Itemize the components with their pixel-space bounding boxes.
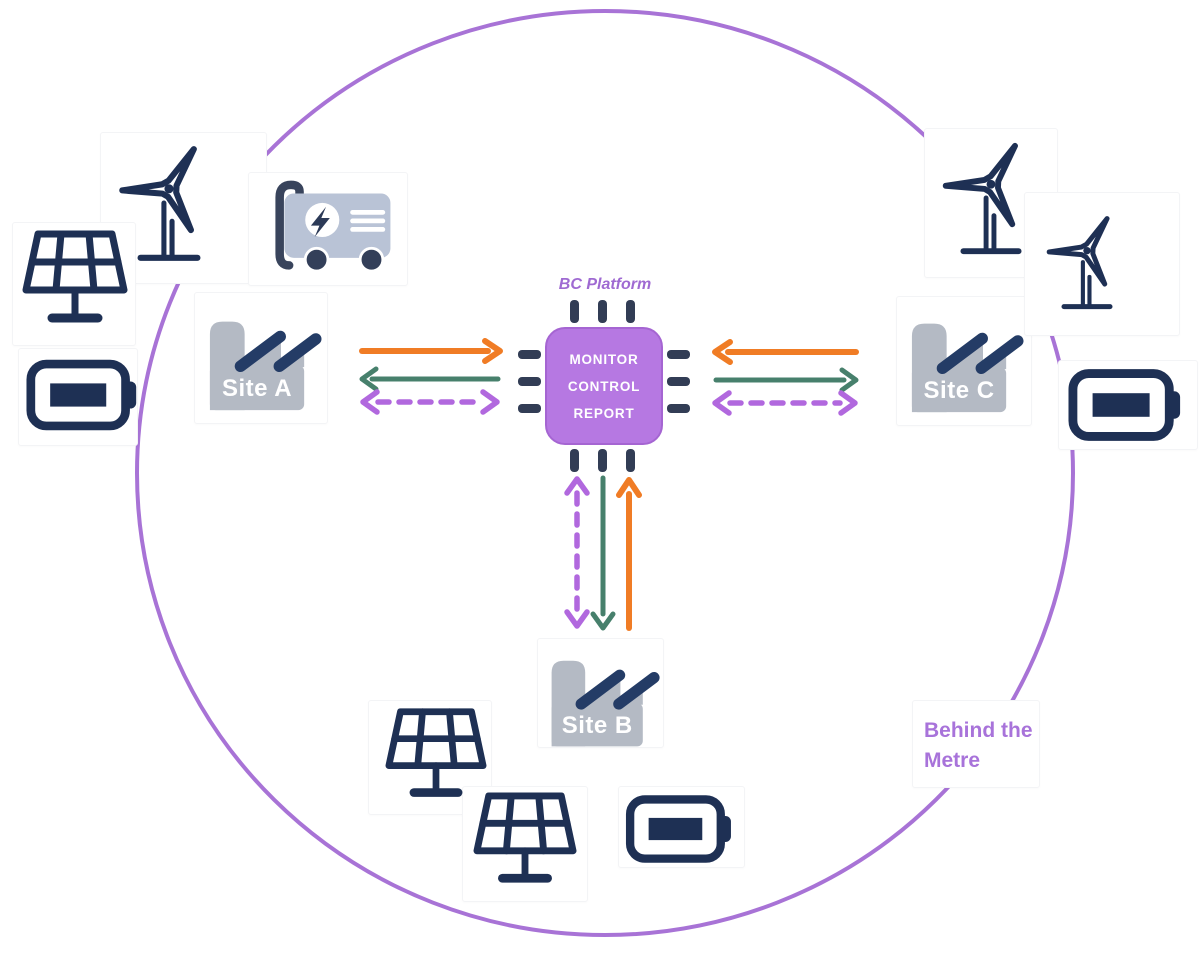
chip-line-report: REPORT (573, 405, 635, 421)
bc-platform-title: BC Platform (558, 276, 652, 293)
chip-line-monitor: MONITOR (569, 351, 639, 367)
boundary-label-line1: Behind the (924, 719, 1033, 742)
battery-icon (26, 354, 142, 436)
chip-pin (626, 300, 635, 323)
chip-pin (598, 449, 607, 472)
site-b-label: Site B (561, 711, 633, 739)
generator-icon (256, 178, 398, 278)
arrow-site-c-to-platform-orange (712, 339, 859, 365)
chip-pin (598, 300, 607, 323)
chip-pin (667, 350, 690, 359)
battery-icon (1068, 364, 1186, 446)
wind-turbine-icon (930, 134, 1052, 264)
arrow-site-b-to-platform-orange (616, 477, 642, 631)
site-c-factory: Site C (902, 304, 1026, 416)
arrow-platform-to-site-c-teal (713, 367, 859, 393)
solar-panel-icon (20, 228, 130, 332)
site-c-label: Site C (923, 376, 995, 404)
boundary-label: Behind the Metre (924, 716, 1033, 776)
chip-pin (626, 449, 635, 472)
chip-pin (570, 449, 579, 472)
chip-pin (518, 404, 541, 413)
arrow-site-c-bidirectional-dashed (712, 390, 858, 416)
arrow-platform-to-site-a-teal (359, 366, 501, 392)
arrow-site-a-to-platform-orange (359, 338, 503, 364)
battery-icon (624, 792, 738, 866)
arrow-site-b-bidirectional-dashed (564, 476, 590, 629)
site-b-factory: Site B (542, 644, 662, 748)
boundary-label-line2: Metre (924, 749, 981, 772)
wind-turbine-icon (1036, 200, 1138, 326)
chip-pin (667, 377, 690, 386)
arrow-site-a-bidirectional-dashed (360, 389, 500, 415)
chip-pin (667, 404, 690, 413)
arrow-platform-to-site-b-teal (590, 475, 616, 631)
chip-pin (518, 377, 541, 386)
site-a-factory: Site A (200, 302, 324, 414)
chip-line-control: CONTROL (567, 378, 641, 394)
chip-icon: MONITOR CONTROL REPORT (545, 327, 663, 445)
chip-pin (518, 350, 541, 359)
site-a-label: Site A (221, 374, 293, 402)
chip-pin (570, 300, 579, 323)
solar-panel-icon (468, 790, 582, 892)
